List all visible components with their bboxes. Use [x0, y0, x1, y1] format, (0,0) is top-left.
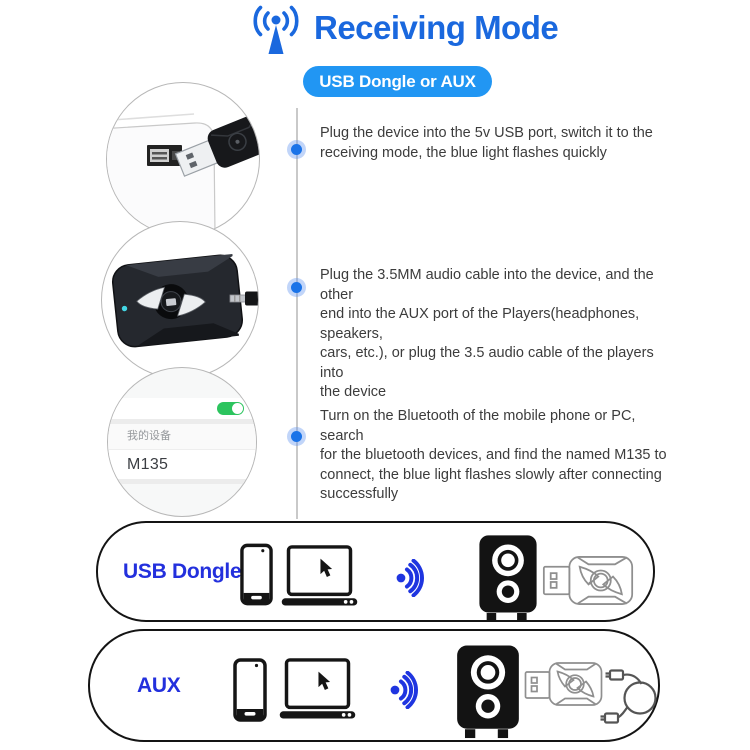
step1-illustration-usb-port: [106, 82, 260, 236]
row-divider: [108, 419, 256, 424]
step3-illustration-bluetooth-screen: 我的设备 M135: [107, 367, 257, 517]
step-dot-2: [291, 282, 302, 293]
wireless-signal-icon: [396, 559, 424, 597]
toggle-knob: [232, 403, 243, 414]
laptop-cursor-icon: [281, 545, 358, 606]
step-dot-3: [291, 431, 302, 442]
bluetooth-toggle-on: [217, 402, 244, 415]
step3-text: Turn on the Bluetooth of the mobile phon…: [320, 408, 667, 502]
subtitle-pill: USB Dongle or AUX: [303, 66, 492, 97]
step2-illustration-aux-plug: [101, 221, 259, 379]
wireless-signal-icon: [390, 671, 418, 709]
row-divider: [108, 479, 256, 484]
usb-dongle-with-aux-cable-icon: [524, 662, 657, 724]
smartphone-icon: [233, 658, 267, 722]
step2-text: Plug the 3.5MM audio cable into the devi…: [320, 267, 654, 400]
usb-dongle-icon: [542, 556, 634, 605]
smartphone-icon: [240, 543, 273, 606]
aux-mode-box: AUX: [88, 629, 660, 742]
my-devices-label: 我的设备: [108, 424, 256, 449]
bluetooth-toggle-row: [108, 398, 256, 419]
usb-plug-photo: [107, 113, 259, 235]
page-title: Receiving Mode: [314, 9, 559, 46]
aux-mode-label: AUX: [137, 673, 181, 697]
usb-dongle-mode-box: USB Dongle: [96, 521, 655, 622]
speaker-icon: [457, 645, 519, 739]
device-name-row: M135: [108, 449, 256, 479]
timeline-line: [296, 108, 298, 519]
step-dot-1: [291, 144, 302, 155]
broadcast-antenna-icon: [253, 5, 299, 54]
receiver-photo: [111, 253, 258, 348]
speaker-icon: [479, 535, 537, 622]
step1-text: Plug the device into the 5v USB port, sw…: [320, 125, 653, 161]
usb-dongle-mode-label: USB Dongle: [123, 559, 242, 583]
laptop-cursor-icon: [279, 658, 356, 719]
